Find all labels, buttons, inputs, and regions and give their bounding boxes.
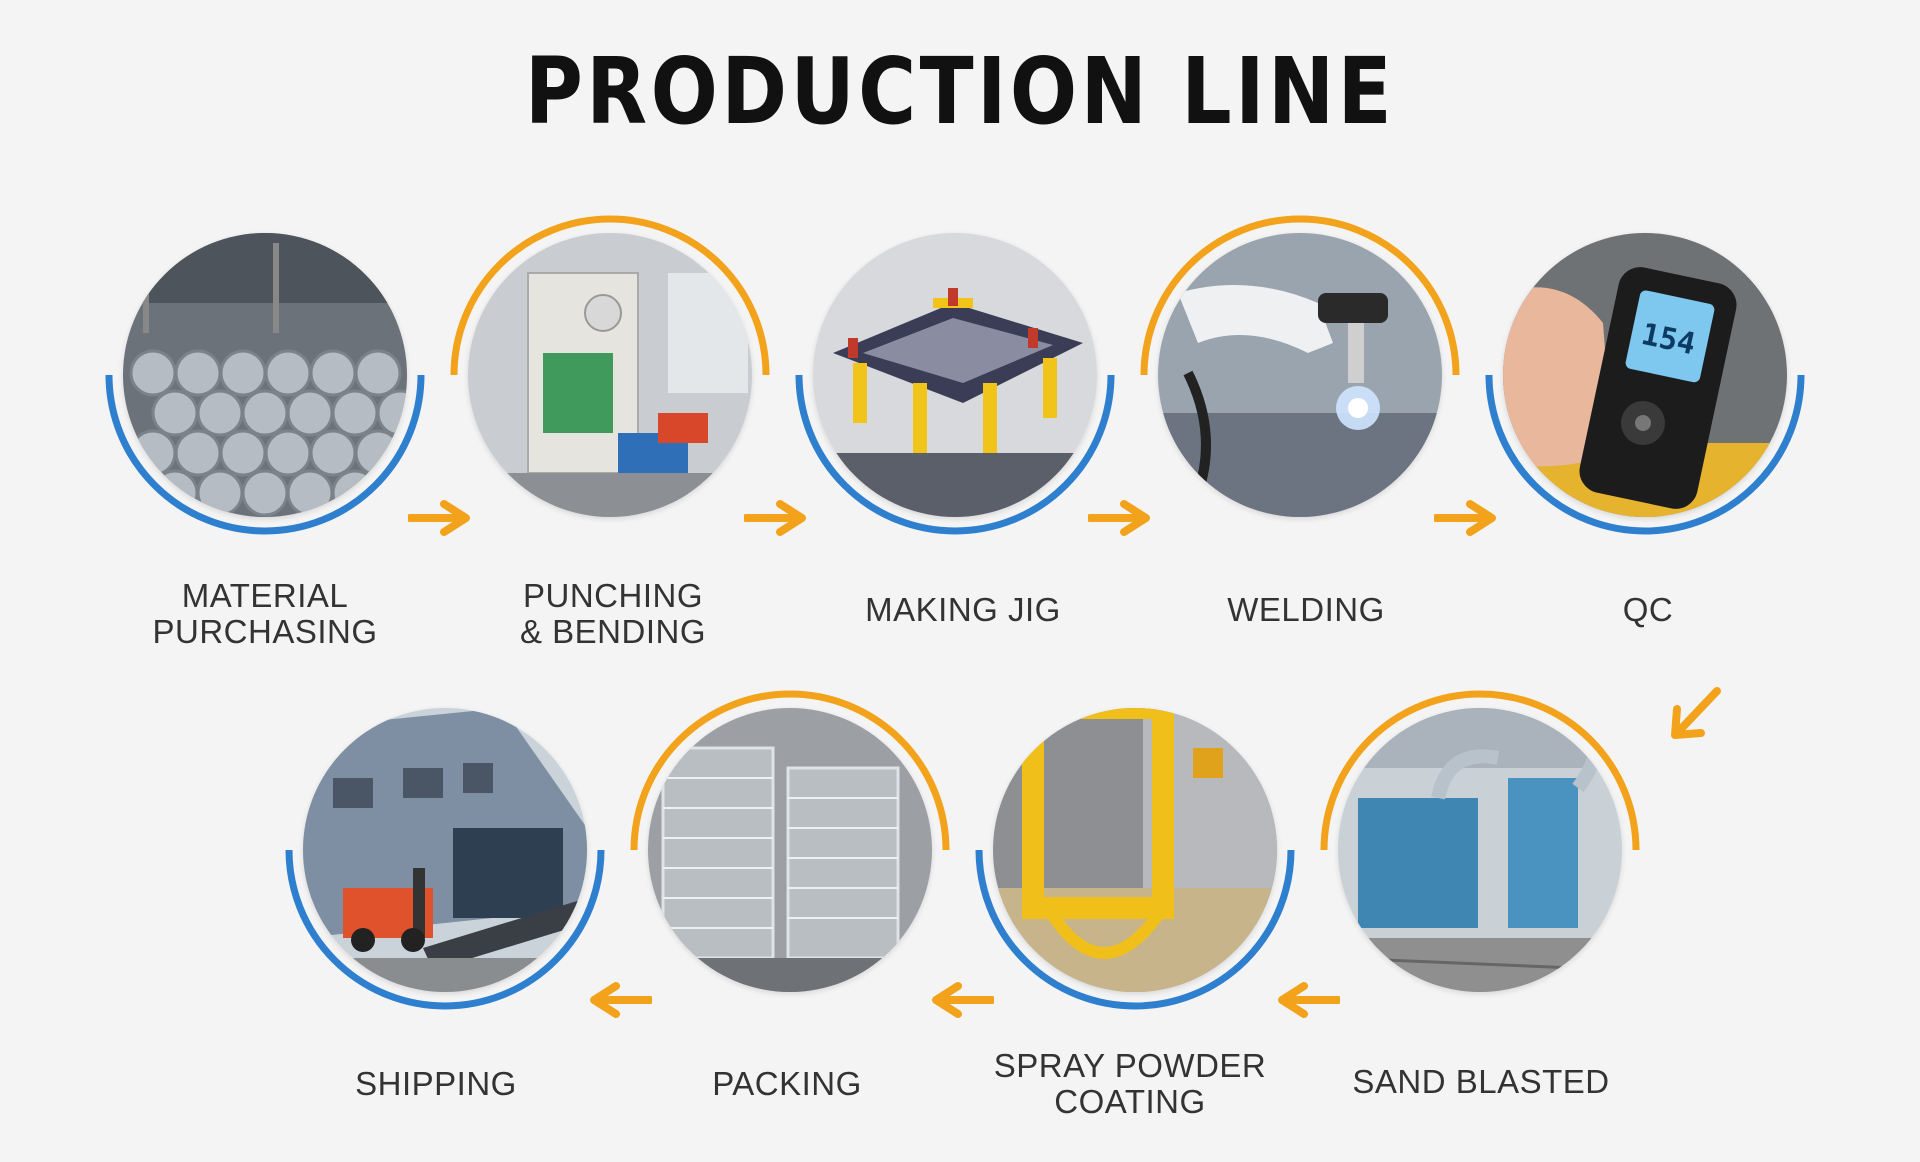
- welding-photo: [1158, 233, 1442, 517]
- step-label-packing: PACKING: [712, 1065, 862, 1102]
- arrow-right-icon: [408, 500, 470, 536]
- step-label-sand-blasted: SAND BLASTED: [1352, 1063, 1610, 1100]
- arrow-left-icon: [590, 982, 652, 1018]
- step-ring: [1485, 374, 1805, 535]
- material-photo: [123, 233, 407, 517]
- qc-meter-photo: 154: [1503, 233, 1787, 517]
- step-punching-bending: [440, 205, 780, 545]
- arrow-right-icon: [744, 500, 806, 536]
- blaster-photo: [1338, 708, 1622, 992]
- step-ring: [450, 215, 770, 376]
- arrow-right-icon: [1434, 500, 1496, 536]
- shipping-photo: [303, 708, 587, 992]
- step-qc: 154: [1475, 205, 1815, 545]
- step-label-spray-powder-coating: SPRAY POWDER COATING: [993, 1047, 1267, 1120]
- arrow-left-icon: [932, 982, 994, 1018]
- step-ring: [1140, 215, 1460, 376]
- step-sand-blasted: [1310, 680, 1650, 1020]
- step-ring: [975, 849, 1295, 1010]
- step-label-qc: QC: [1622, 591, 1674, 628]
- step-label-punching-bending: PUNCHING & BENDING: [519, 577, 707, 650]
- step-ring: [1320, 690, 1640, 851]
- step-label-making-jig: MAKING JIG: [865, 591, 1061, 628]
- step-ring: [795, 374, 1115, 535]
- step-spray-powder-coating: [965, 680, 1305, 1020]
- step-label-material-purchasing: MATERIAL PURCHASING: [152, 577, 378, 650]
- step-ring: [105, 374, 425, 535]
- step-packing: [620, 680, 960, 1020]
- step-label-welding: WELDING: [1227, 591, 1385, 628]
- step-material-purchasing: [95, 205, 435, 545]
- coating-photo: [993, 708, 1277, 992]
- arrow-left-icon: [1278, 982, 1340, 1018]
- step-ring: [630, 690, 950, 851]
- step-ring: [285, 849, 605, 1010]
- jig-photo: [813, 233, 1097, 517]
- press-photo: [468, 233, 752, 517]
- step-shipping: [275, 680, 615, 1020]
- step-making-jig: [785, 205, 1125, 545]
- step-welding: [1130, 205, 1470, 545]
- packing-photo: [648, 708, 932, 992]
- step-label-shipping: SHIPPING: [355, 1065, 517, 1102]
- page-title: PRODUCTION LINE: [524, 38, 1396, 145]
- arrow-down-left-icon: [1671, 687, 1721, 739]
- arrow-right-icon: [1088, 500, 1150, 536]
